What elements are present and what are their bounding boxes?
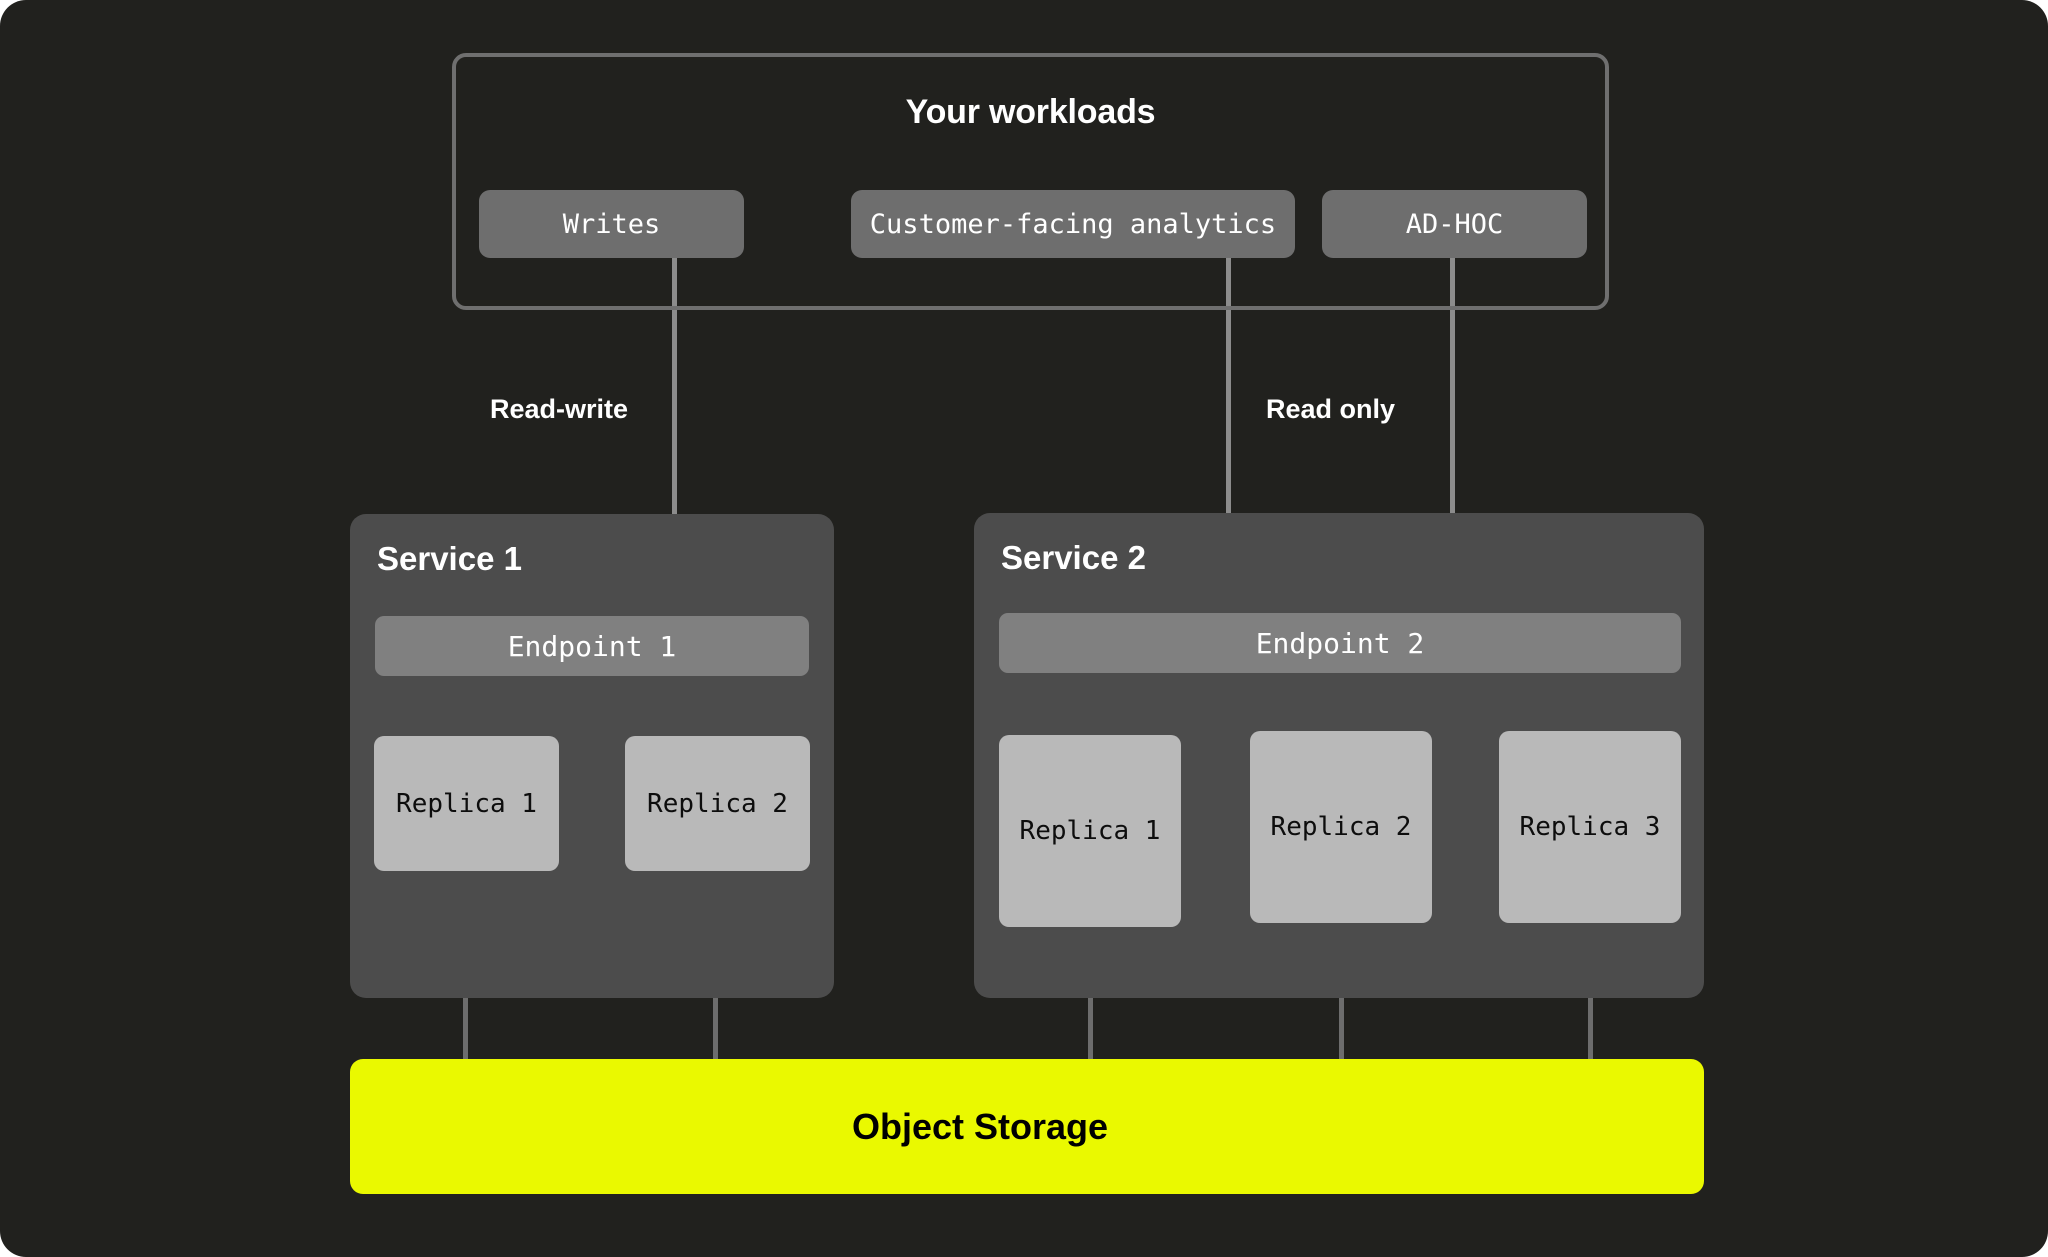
- workload-chip-writes[interactable]: Writes: [479, 190, 744, 258]
- your-workloads-title: Your workloads: [905, 93, 1156, 131]
- service-2-title: Service 2: [1001, 539, 1146, 576]
- endpoint-2[interactable]: Endpoint 2: [999, 613, 1681, 673]
- connector-adhoc-to-endpoint2: [1450, 258, 1455, 590]
- service-2-replica-2[interactable]: Replica 2: [1250, 731, 1432, 923]
- workload-chip-analytics[interactable]: Customer-facing analytics: [851, 190, 1295, 258]
- object-storage-label: Object Storage: [851, 1105, 1109, 1147]
- flow-label-read-write: Read-write: [490, 394, 629, 424]
- service-1-title: Service 1: [377, 540, 522, 577]
- endpoint-1[interactable]: Endpoint 1: [375, 616, 809, 676]
- service-2-replica-3[interactable]: Replica 3: [1499, 731, 1681, 923]
- service-2-replica-1[interactable]: Replica 1: [999, 735, 1181, 927]
- your-workloads-panel: Your workloads: [452, 53, 1609, 310]
- object-storage-bar[interactable]: Object Storage: [350, 1059, 1704, 1194]
- service-panel-2[interactable]: Service 2 Endpoint 2 Replica 1 Replica 2…: [974, 513, 1704, 998]
- flow-label-read-only: Read only: [1266, 394, 1396, 424]
- workload-chip-adhoc[interactable]: AD-HOC: [1322, 190, 1587, 258]
- service-panel-1[interactable]: Service 1 Endpoint 1 Replica 1 Replica 2: [350, 514, 834, 998]
- service-1-replica-2[interactable]: Replica 2: [625, 736, 810, 871]
- connector-analytics-to-endpoint2: [1226, 258, 1231, 590]
- connector-writes-to-endpoint1: [672, 258, 677, 590]
- service-1-replica-1[interactable]: Replica 1: [374, 736, 559, 871]
